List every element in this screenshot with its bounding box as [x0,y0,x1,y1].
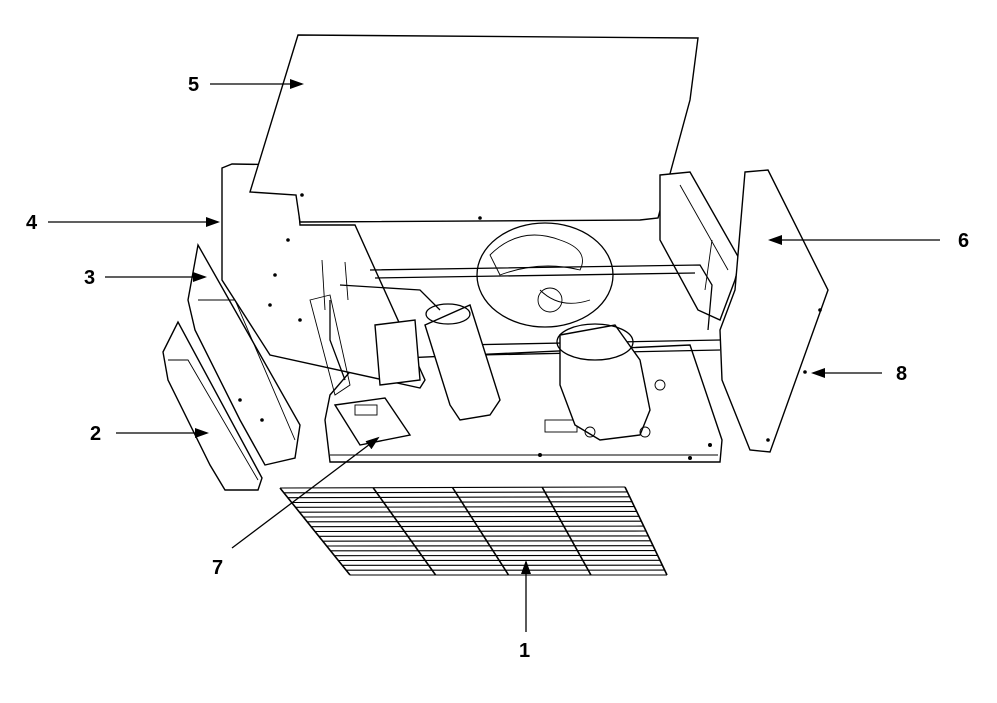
receiver-tank [424,303,501,421]
right-front-panel [719,169,829,453]
callout-3: 3 [84,267,207,289]
callout-label-2: 2 [90,423,101,445]
callout-8: 8 [811,363,907,385]
right-side-panel [659,171,741,321]
callout-1: 1 [519,560,531,662]
grille-support-rod [624,486,668,576]
grille-support-rod [372,487,437,576]
top-cover-panel [249,34,699,223]
callout-label-3: 3 [84,267,95,289]
front-left-panel [162,320,263,491]
condenser-grille [279,486,668,576]
callout-label-1: 1 [519,640,530,662]
compressor [556,323,666,441]
control-box [309,294,421,446]
callout-label-8: 8 [896,363,907,385]
callout-label-5: 5 [188,74,199,96]
callout-6: 6 [768,230,969,252]
callout-label-7: 7 [212,557,223,579]
callout-4: 4 [26,212,220,234]
callout-7: 7 [212,436,380,579]
callout-label-6: 6 [958,230,969,252]
left-side-panel [187,242,301,466]
callout-2: 2 [90,423,209,445]
grille-support-rod [451,487,510,576]
grille-support-rod [541,486,592,576]
callout-label-4: 4 [26,212,38,234]
callout-5: 5 [188,74,304,96]
